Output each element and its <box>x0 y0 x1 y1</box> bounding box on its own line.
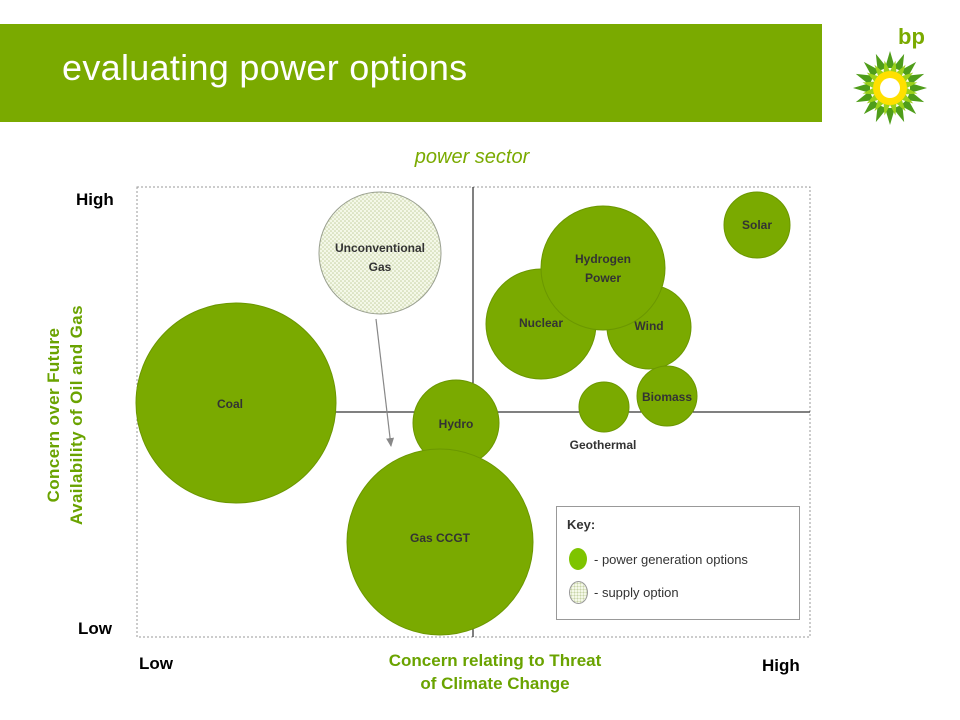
x-axis-title: Concern relating to Threat of Climate Ch… <box>345 650 645 696</box>
legend-key: Key: - power generation options - supply… <box>556 506 800 620</box>
label-gas-ccgt: Gas CCGT <box>410 531 471 545</box>
label-solar: Solar <box>742 218 772 232</box>
label-wind: Wind <box>634 319 663 333</box>
arrow-unconventional-to-ccgt <box>375 318 395 447</box>
label-unconventional-line1: Unconventional <box>335 241 425 255</box>
legend-swatch-power <box>569 548 587 570</box>
label-geothermal: Geothermal <box>570 438 637 452</box>
label-unconventional-line2: Gas <box>369 260 392 274</box>
x-axis-low-label: Low <box>139 654 173 673</box>
y-axis-high-label: High <box>76 190 114 209</box>
bubble-biomass <box>636 365 698 427</box>
legend-label-supply: - supply option <box>594 585 679 600</box>
label-hydro: Hydro <box>439 417 474 431</box>
label-nuclear: Nuclear <box>519 316 563 330</box>
header-band <box>0 24 822 122</box>
bp-wordmark: bp <box>898 24 925 49</box>
y-axis-low-label: Low <box>78 619 112 638</box>
bubble-geothermal <box>578 381 630 433</box>
legend-title: Key: <box>567 517 596 532</box>
x-axis-title-line2: of Climate Change <box>420 673 570 693</box>
legend-swatch-supply <box>569 581 588 604</box>
bp-helios-logo <box>853 51 927 125</box>
label-hydrogen-line1: Hydrogen <box>575 252 631 266</box>
label-hydrogen-line2: Power <box>585 271 621 285</box>
sector-title: power sector <box>414 146 530 168</box>
legend-label-power: - power generation options <box>594 552 748 567</box>
label-coal: Coal <box>217 397 243 411</box>
label-biomass: Biomass <box>642 390 692 404</box>
x-axis-high-label: High <box>762 656 800 675</box>
bubble-solar <box>723 191 791 259</box>
bubble-unconventional-gas <box>318 191 442 315</box>
bubble-hydrogen-power <box>540 205 666 331</box>
x-axis-title-line1: Concern relating to Threat <box>388 651 602 670</box>
bubble-gas-ccgt <box>346 448 534 636</box>
slide-title: evaluating power options <box>62 47 468 88</box>
bubble-coal <box>135 302 337 504</box>
